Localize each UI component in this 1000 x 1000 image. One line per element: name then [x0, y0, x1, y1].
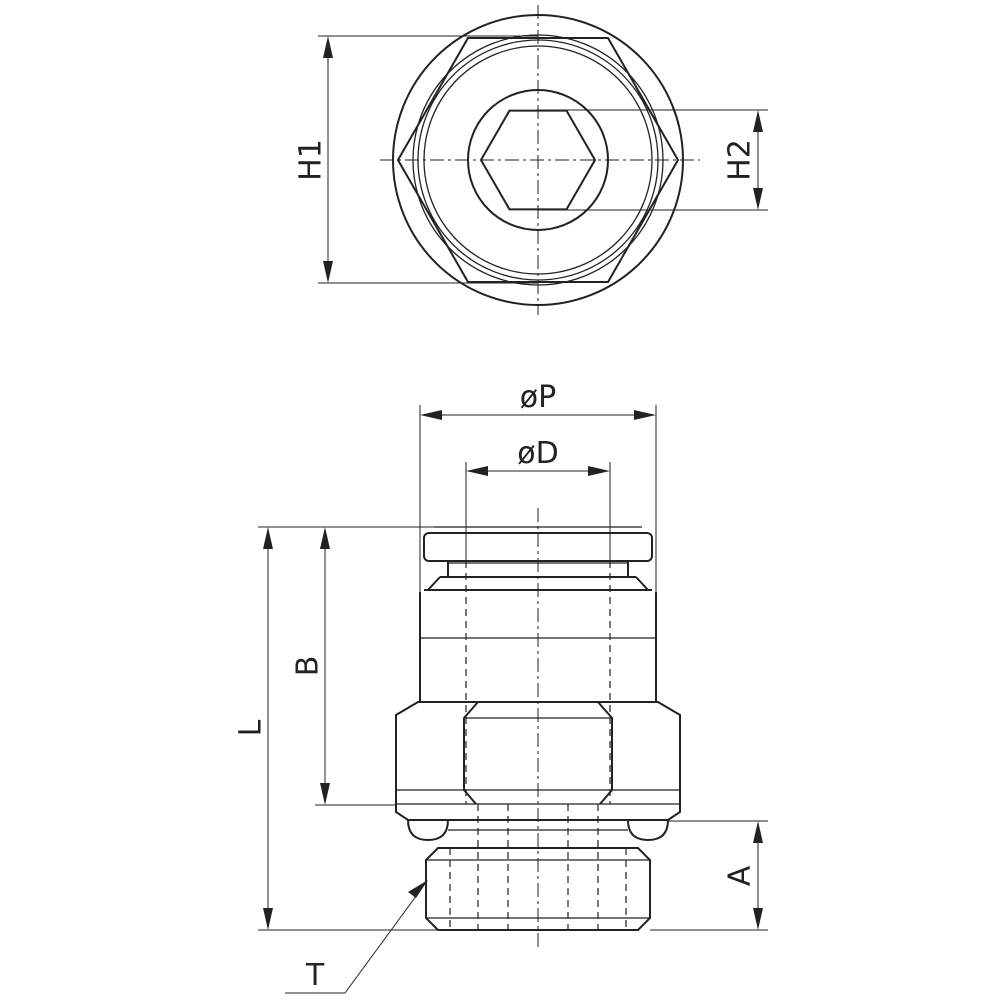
- arrow-h2-top: [753, 110, 763, 132]
- arrow-a-top: [753, 821, 763, 843]
- dimension-b: B: [291, 527, 396, 806]
- arrow-h1-bottom: [323, 261, 333, 283]
- dimension-d: øD: [465, 436, 611, 561]
- leader-t: T: [285, 880, 428, 994]
- o-ring-right: [627, 819, 669, 842]
- dimension-p: øP: [419, 380, 657, 592]
- label-t: T: [305, 958, 325, 993]
- label-h2: H2: [723, 139, 758, 181]
- dimension-h2: H2: [538, 109, 768, 211]
- dimension-l: L: [234, 526, 438, 931]
- o-ring-left: [407, 819, 449, 842]
- arrow-l-bottom: [263, 908, 273, 930]
- dimension-h1: H1: [294, 35, 538, 284]
- arrow-p-right: [634, 410, 656, 420]
- label-p: øP: [520, 380, 556, 415]
- arrow-b-bottom: [320, 783, 330, 805]
- arrow-d-right: [588, 466, 610, 476]
- label-b: B: [291, 656, 326, 677]
- side-view: [395, 508, 681, 950]
- label-a: A: [723, 865, 758, 886]
- label-l: L: [234, 719, 269, 736]
- hex-nut-center-face: [463, 701, 613, 805]
- arrow-l-top: [263, 527, 273, 549]
- top-view: [380, 5, 700, 315]
- arrow-b-top: [320, 527, 330, 549]
- label-d: øD: [517, 436, 558, 471]
- dimension-a: A: [650, 820, 768, 931]
- label-h1: H1: [294, 139, 329, 181]
- arrow-h2-bottom: [753, 188, 763, 210]
- arrow-d-left: [466, 466, 488, 476]
- arrow-h1-top: [323, 36, 333, 58]
- arrow-t: [408, 880, 428, 898]
- arrow-p-left: [420, 410, 442, 420]
- thread-section: [425, 847, 651, 931]
- arrow-a-bottom: [753, 908, 763, 930]
